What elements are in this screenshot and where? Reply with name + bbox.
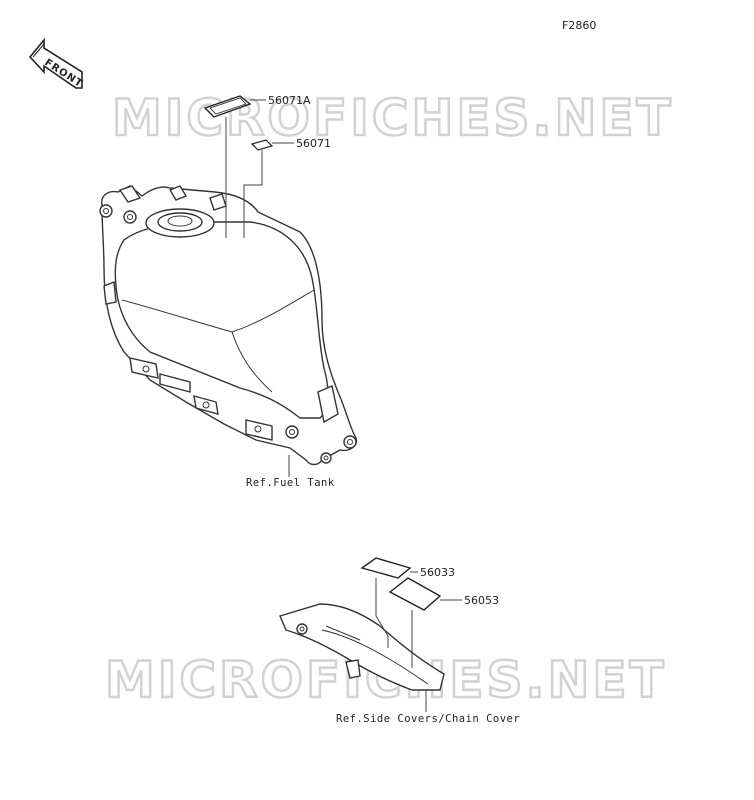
- fuel-tank-illustration: [99, 185, 357, 466]
- front-arrow-icon: FRONT: [28, 37, 85, 90]
- decal-56071[interactable]: [250, 139, 274, 151]
- side-cover-illustration: [279, 603, 445, 691]
- decal-56053[interactable]: [388, 577, 442, 611]
- figure-code: F2860: [562, 19, 596, 32]
- callout-56071a: 56071A: [268, 94, 311, 107]
- callout-56071: 56071: [296, 137, 331, 150]
- ref-fuel-tank: Ref.Fuel Tank: [246, 477, 335, 489]
- decal-56033[interactable]: [360, 557, 412, 579]
- watermark-top: MICROFICHES.NET: [112, 89, 674, 147]
- ref-side-covers: Ref.Side Covers/Chain Cover: [336, 713, 520, 725]
- callout-56033: 56033: [420, 566, 455, 579]
- callout-56053: 56053: [464, 594, 499, 607]
- decal-56071a[interactable]: [203, 95, 252, 118]
